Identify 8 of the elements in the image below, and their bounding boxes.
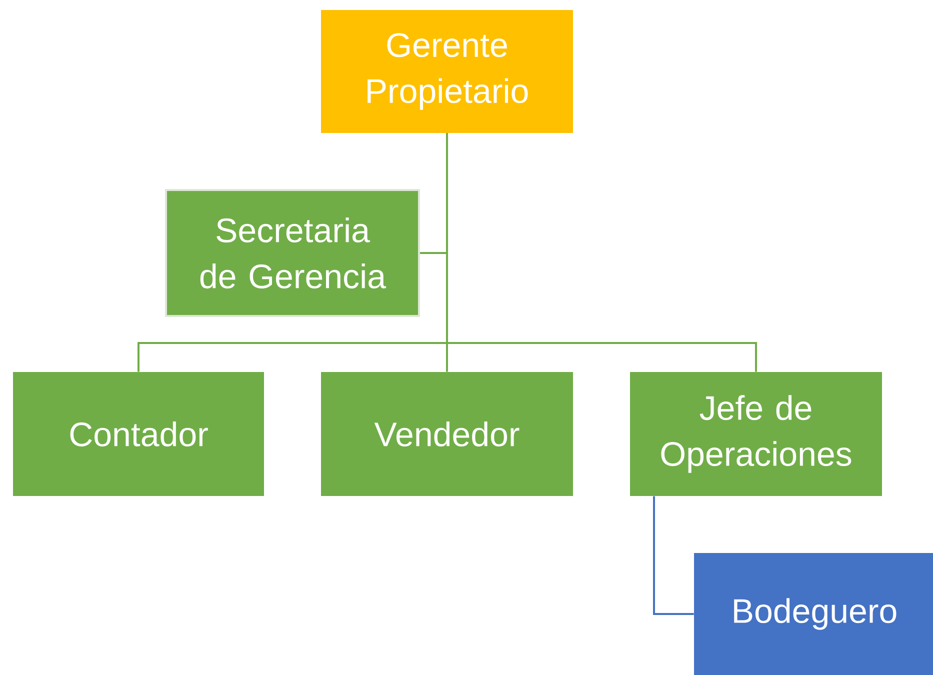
org-box: Secretaria de Gerencia bbox=[165, 189, 420, 317]
org-box: Jefe de Operaciones bbox=[630, 372, 882, 496]
org-box: Vendedor bbox=[321, 372, 573, 496]
org-box: Contador bbox=[13, 372, 264, 496]
connector-line bbox=[653, 496, 694, 615]
connector-line bbox=[446, 133, 757, 372]
org-box: Bodeguero bbox=[694, 553, 933, 675]
org-box: Gerente Propietario bbox=[321, 10, 573, 133]
